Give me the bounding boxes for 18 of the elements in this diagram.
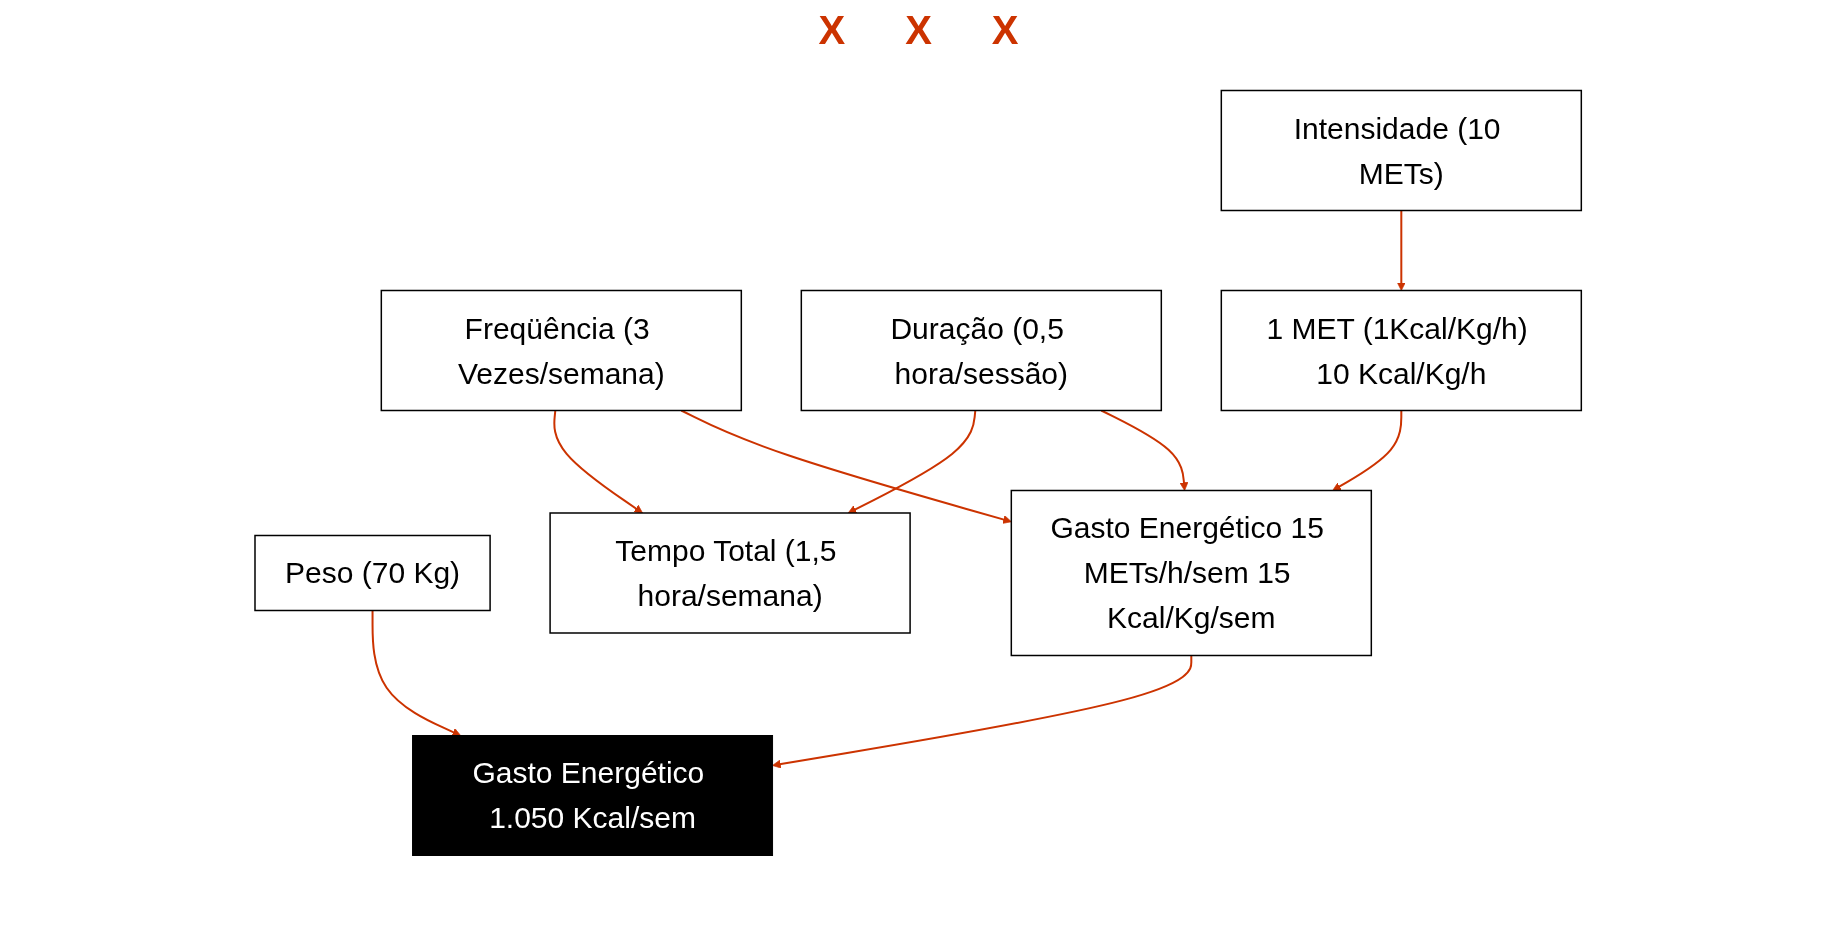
arrow xyxy=(553,409,644,514)
node-box: Freqüência (3 Vezes/semana) xyxy=(380,289,743,412)
node-box: Gasto Energético 15 METs/h/sem 15 Kcal/Kg/sem xyxy=(1010,489,1373,657)
node-box: 1 MET (1Kcal/Kg/h) 10 Kcal/Kg/h xyxy=(1220,289,1583,412)
arrow xyxy=(1397,209,1407,291)
multiply-sign: X xyxy=(818,8,846,53)
node-box: Intensidade (10 METs) xyxy=(1220,89,1583,212)
node-box: Duração (0,5 hora/sessão) xyxy=(800,289,1163,412)
node-box: Gasto Energético 1.050 Kcal/sem xyxy=(412,735,774,856)
multiply-sign: X xyxy=(991,8,1019,53)
arrow xyxy=(772,654,1193,769)
arrow xyxy=(1332,409,1403,491)
multiply-sign: X xyxy=(905,8,932,53)
node-box: Tempo Total (1,5 hora/semana) xyxy=(549,512,912,634)
arrow xyxy=(1100,409,1189,491)
node-box: Peso (70 Kg) xyxy=(254,534,492,612)
arrow xyxy=(371,609,462,737)
arrow xyxy=(848,409,977,514)
